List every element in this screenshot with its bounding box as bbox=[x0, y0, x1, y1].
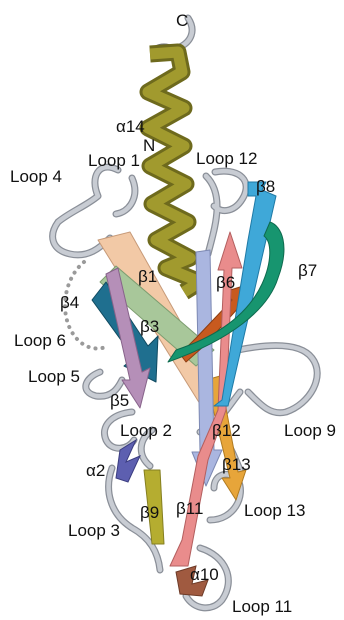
label-loop12: Loop 12 bbox=[196, 150, 257, 167]
label-beta9: β9 bbox=[140, 504, 159, 521]
label-beta6: β6 bbox=[216, 274, 235, 291]
label-loop3: Loop 3 bbox=[68, 522, 120, 539]
label-beta13: β13 bbox=[222, 456, 251, 473]
label-alpha10: α10 bbox=[190, 566, 219, 583]
label-n-terminus: N bbox=[143, 137, 155, 154]
label-beta8: β8 bbox=[256, 178, 275, 195]
label-loop9: Loop 9 bbox=[284, 422, 336, 439]
label-loop6: Loop 6 bbox=[14, 332, 66, 349]
label-c-terminus: C bbox=[176, 12, 188, 29]
label-beta5: β5 bbox=[110, 392, 129, 409]
label-loop4: Loop 4 bbox=[10, 168, 62, 185]
label-loop1: Loop 1 bbox=[88, 152, 140, 169]
label-beta11: β11 bbox=[176, 500, 203, 517]
label-loop2: Loop 2 bbox=[120, 422, 172, 439]
label-beta12: β12 bbox=[212, 422, 241, 439]
label-alpha14: α14 bbox=[116, 118, 145, 135]
label-alpha2: α2 bbox=[86, 462, 105, 479]
label-beta1: β1 bbox=[138, 268, 157, 285]
label-loop5: Loop 5 bbox=[28, 368, 80, 385]
label-beta4: β4 bbox=[60, 294, 79, 311]
label-loop13: Loop 13 bbox=[244, 502, 305, 519]
helix-alpha14 bbox=[148, 44, 200, 292]
label-loop11: Loop 11 bbox=[232, 598, 292, 615]
label-beta3: β3 bbox=[140, 318, 159, 335]
label-beta7: β7 bbox=[298, 262, 317, 279]
